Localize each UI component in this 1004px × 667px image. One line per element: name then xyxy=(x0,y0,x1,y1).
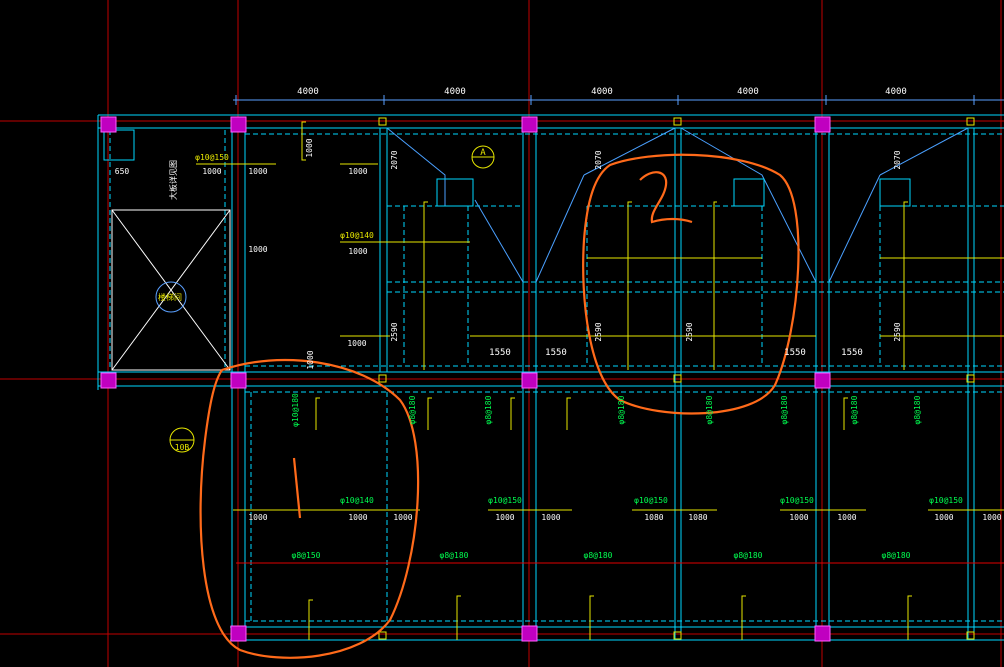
span-dimension-label: 4000 xyxy=(444,87,466,97)
length-label: 1000 xyxy=(934,513,953,522)
rebar-label: φ10@140 xyxy=(340,231,374,240)
rebar-label: 1000 xyxy=(248,245,267,254)
rebar-label: φ8@180 xyxy=(484,395,493,424)
rebar-label: φ8@180 xyxy=(913,395,922,424)
distribution-rebar-label: φ8@180 xyxy=(734,551,763,560)
distribution-rebar-label: φ8@180 xyxy=(440,551,469,560)
length-label: 1000 xyxy=(982,513,1001,522)
rebar-label: 1000 xyxy=(306,350,315,369)
rebar-label: φ8@180 xyxy=(780,395,789,424)
length-label: 1080 xyxy=(644,513,663,522)
vertical-dimension-label: 2070 xyxy=(594,150,603,169)
grid-bubble-label: 10B xyxy=(175,443,190,452)
beam-dashed-lines xyxy=(109,130,1004,622)
rebar-label: 1000 xyxy=(348,247,367,256)
distribution-rebar-label: φ8@180 xyxy=(584,551,613,560)
span-dimension-label: 4000 xyxy=(297,87,319,97)
vertical-dimension-label: 2590 xyxy=(893,322,902,341)
opening-dimension-label: 1550 xyxy=(489,348,511,358)
distribution-rebar-label: φ8@180 xyxy=(882,551,911,560)
span-dimension-label: 4000 xyxy=(591,87,613,97)
rebar-label: 1000 xyxy=(348,167,367,176)
small-columns xyxy=(378,117,975,640)
rebar-label: φ10@150 xyxy=(780,496,814,505)
rebar-label: 1000 xyxy=(202,167,221,176)
columns xyxy=(100,116,831,642)
markup-circles xyxy=(199,153,800,659)
span-dimension-label: 4000 xyxy=(885,87,907,97)
small-dimension-label: 650 xyxy=(115,167,130,176)
rebar-label: φ10@150 xyxy=(195,153,229,162)
dimension-line-top xyxy=(233,95,1004,105)
opening-dimension-label: 1550 xyxy=(784,348,806,358)
opening-dimension-label: 1550 xyxy=(545,348,567,358)
vertical-dimension-label: 2590 xyxy=(390,322,399,341)
rebar-label: φ8@180 xyxy=(408,395,417,424)
rebar-label: φ10@150 xyxy=(929,496,963,505)
length-label: 1000 xyxy=(495,513,514,522)
length-label: 1000 xyxy=(248,513,267,522)
grid-bubble-label: A xyxy=(480,148,486,158)
vertical-dimension-label: 2070 xyxy=(390,150,399,169)
rebar-label: 1000 xyxy=(305,138,314,157)
rebar-lines xyxy=(196,121,1004,640)
vertical-dimension-label: 2070 xyxy=(893,150,902,169)
rebar-label: φ8@180 xyxy=(617,395,626,424)
length-label: 1000 xyxy=(789,513,808,522)
length-label: 1000 xyxy=(393,513,412,522)
rebar-label: φ8@180 xyxy=(705,395,714,424)
rebar-label: φ10@180 xyxy=(291,393,300,427)
opening-dimension-label: 1550 xyxy=(841,348,863,358)
rebar-label: φ10@140 xyxy=(340,496,374,505)
grid-bubbles xyxy=(169,145,495,453)
vertical-dimension-label: 2590 xyxy=(685,322,694,341)
rebar-label: φ10@150 xyxy=(634,496,668,505)
length-label: 1000 xyxy=(541,513,560,522)
vertical-note: 大板详见图 xyxy=(168,160,178,200)
distribution-rebar-label: φ8@150 xyxy=(292,551,321,560)
stair-label: 楼梯间 xyxy=(158,292,182,302)
length-label: 1000 xyxy=(837,513,856,522)
length-label: 1080 xyxy=(688,513,707,522)
stair-shaft xyxy=(103,129,231,371)
vertical-dimension-label: 2590 xyxy=(594,322,603,341)
span-dimension-label: 4000 xyxy=(737,87,759,97)
rebar-label: φ8@180 xyxy=(850,395,859,424)
rebar-label: 1000 xyxy=(248,167,267,176)
rebar-label: φ10@150 xyxy=(488,496,522,505)
rebar-label: 1000 xyxy=(347,339,366,348)
length-label: 1000 xyxy=(348,513,367,522)
